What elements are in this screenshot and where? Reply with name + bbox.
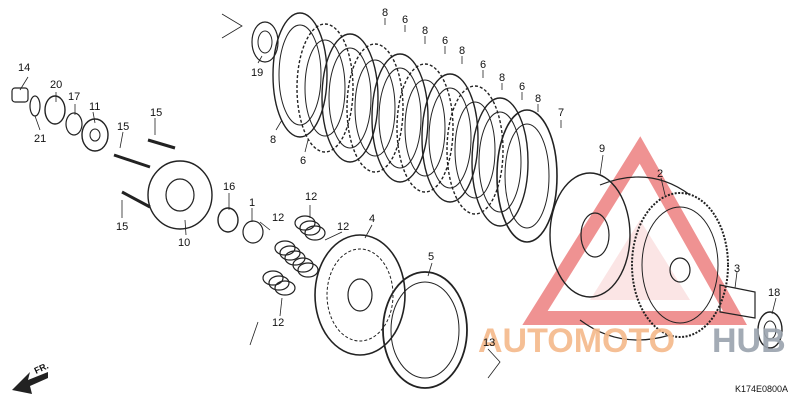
callout-15-a: 15 xyxy=(150,107,162,119)
callout-20: 20 xyxy=(50,79,62,91)
watermark-text-part1: AUTOMOTO xyxy=(478,322,675,360)
callout-3: 3 xyxy=(734,263,740,275)
callout-6-d: 6 xyxy=(519,81,525,93)
outer-clutch-2 xyxy=(579,176,729,341)
callout-12-c: 12 xyxy=(272,212,284,224)
callout-2: 2 xyxy=(657,168,663,180)
callout-9: 9 xyxy=(599,143,605,155)
callout-11: 11 xyxy=(89,101,100,113)
callout-19: 19 xyxy=(251,67,263,79)
callout-12-b: 12 xyxy=(337,221,349,233)
collar-3-and-washer-18 xyxy=(719,284,783,349)
callout-8-b: 8 xyxy=(422,25,428,37)
callout-14: 14 xyxy=(18,62,30,74)
callout-12-d: 12 xyxy=(272,317,284,329)
watermark-text-part2: HUB xyxy=(712,322,786,360)
callout-8-e: 8 xyxy=(535,93,541,105)
front-direction-arrow: FR. xyxy=(12,361,50,394)
callout-8-a: 8 xyxy=(382,7,388,19)
diagram-code: K174E0800A xyxy=(735,384,788,394)
callout-4: 4 xyxy=(369,213,375,225)
watermark-text: AUTOMOTO HUB xyxy=(478,322,786,360)
callout-17: 17 xyxy=(68,91,80,103)
leader-lines xyxy=(19,13,777,379)
callout-6-c: 6 xyxy=(480,59,486,71)
callout-6-e: 6 xyxy=(300,155,306,167)
callout-1: 1 xyxy=(249,197,255,209)
watermark-triangle xyxy=(522,136,747,325)
clutch-center-4 xyxy=(314,234,406,356)
pressure-plate-5 xyxy=(382,271,468,389)
callout-6-a: 6 xyxy=(402,14,408,26)
callout-15-c: 15 xyxy=(116,221,128,233)
callout-12-a: 12 xyxy=(305,191,317,203)
callout-18: 18 xyxy=(768,287,780,299)
callout-16: 16 xyxy=(223,181,235,193)
clutch-plate-stack xyxy=(272,12,558,243)
left-small-parts xyxy=(11,87,264,244)
callout-7: 7 xyxy=(558,107,564,119)
callout-21: 21 xyxy=(34,133,46,145)
callout-8-c: 8 xyxy=(459,45,465,57)
callout-8-f: 8 xyxy=(270,134,276,146)
callout-15-b: 15 xyxy=(117,121,129,133)
callout-6-b: 6 xyxy=(442,35,448,47)
callout-13: 13 xyxy=(483,337,495,349)
callout-10: 10 xyxy=(178,237,190,249)
guide-plate-9 xyxy=(549,172,631,298)
callout-8-d: 8 xyxy=(499,72,505,84)
callout-labels: 14 20 17 11 21 15 15 15 10 16 1 12 12 12… xyxy=(18,7,780,349)
callout-5: 5 xyxy=(428,251,434,263)
clutch-springs-12 xyxy=(262,215,326,296)
lock-washer-19 xyxy=(251,21,279,63)
